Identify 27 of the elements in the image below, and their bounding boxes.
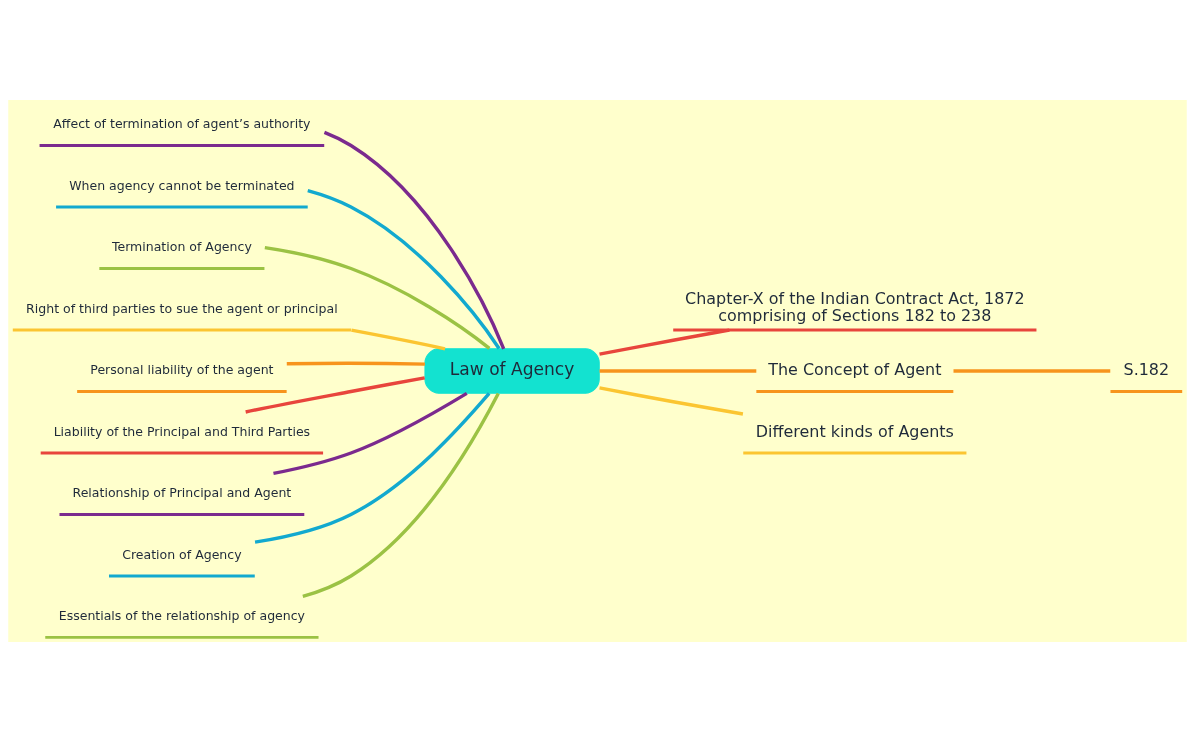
node-text: Creation of Agency (122, 546, 242, 562)
node-text: Personal liability of the agent (90, 362, 274, 378)
connector (264, 245, 491, 350)
node-text: Affect of termination of agent’s authority (53, 116, 311, 132)
connector (599, 369, 757, 373)
connector (351, 328, 446, 351)
connector (599, 386, 744, 416)
node-text: Termination of Agency (111, 239, 252, 255)
node-text: Essentials of the relationship of agency (58, 608, 306, 624)
node-box: Law of Agency (424, 348, 600, 394)
connector (245, 376, 425, 414)
connector (302, 392, 500, 599)
node-text: The Concept of Agent (768, 360, 942, 380)
node-text: Right of third parties to sue the agent or principal (26, 300, 338, 316)
node-text: Relationship of Principal and Agent (72, 485, 292, 501)
connector (323, 130, 506, 350)
node-text: Different kinds of Agents (755, 421, 954, 441)
connector (953, 369, 1111, 373)
node-text: Chapter-X of the Indian Contract Act, 1872 comprising of Sections 182 to 238 (685, 289, 1025, 326)
node-text: S.182 (1123, 360, 1170, 380)
connector (599, 328, 730, 356)
connector (286, 361, 425, 366)
connector (307, 189, 501, 350)
node-text: Liability of the Principal and Third Parties (53, 423, 311, 439)
node-text: When agency cannot be terminated (69, 177, 295, 193)
connector (273, 391, 468, 476)
connector (254, 392, 491, 544)
